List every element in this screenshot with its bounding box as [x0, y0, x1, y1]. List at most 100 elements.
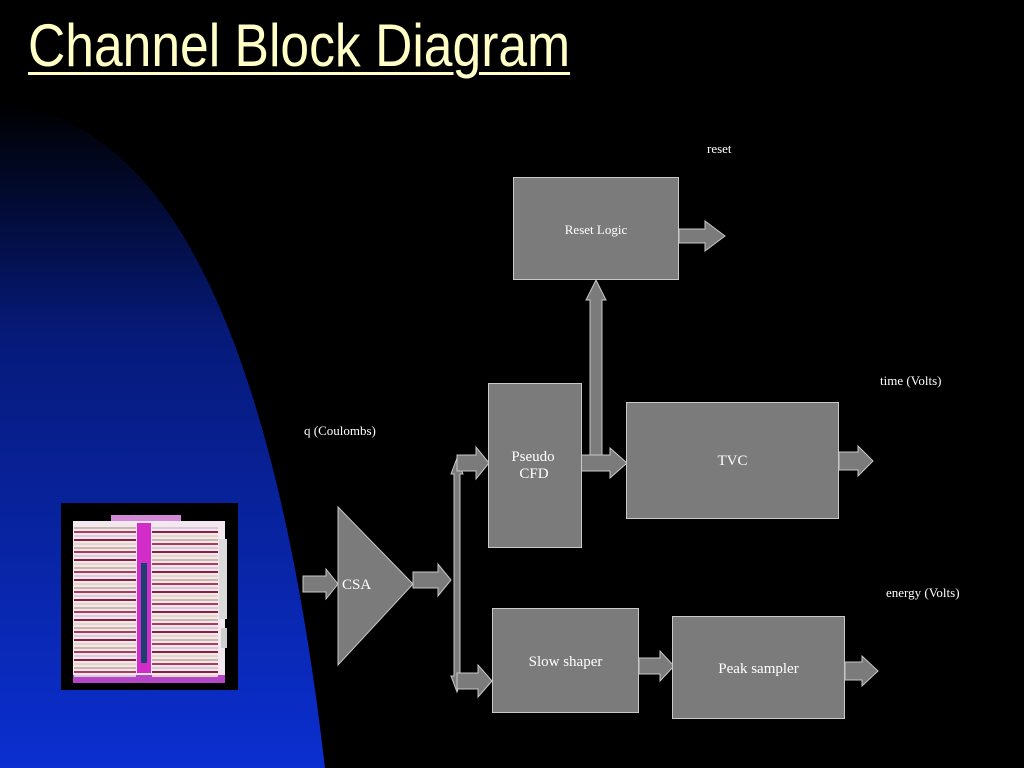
- shaper-to-sampler-arrow: [638, 649, 675, 683]
- pseudo-cfd-label-line1: Pseudo: [511, 449, 555, 465]
- chip-stripe: [152, 611, 218, 613]
- slow-shaper-block: Slow shaper: [492, 608, 639, 713]
- chip-stripe: [74, 539, 136, 541]
- chip-stripe: [152, 655, 218, 657]
- chip-stripe: [152, 599, 218, 601]
- chip-stripe: [74, 675, 136, 677]
- csa-label: CSA: [342, 577, 372, 593]
- chip-stripe: [74, 667, 136, 669]
- reset-output-arrow: [678, 220, 726, 252]
- pseudo-cfd-block: Pseudo CFD: [488, 383, 582, 548]
- chip-stripe: [152, 627, 218, 629]
- chip-stripe: [74, 627, 136, 629]
- chip-stripe: [74, 547, 136, 549]
- chip-stripe: [74, 579, 136, 581]
- chip-stripe: [74, 551, 136, 553]
- chip-stripe: [152, 595, 218, 597]
- chip-stripe: [152, 639, 218, 641]
- chip-stripe: [74, 631, 136, 633]
- chip-stripe: [74, 607, 136, 609]
- chip-stripe: [152, 551, 218, 553]
- peak-sampler-block: Peak sampler: [672, 616, 845, 719]
- chip-stripe: [152, 539, 218, 541]
- to-cfd-arrow: [456, 445, 490, 481]
- chip-stripe: [152, 635, 218, 637]
- chip-stripe: [74, 587, 136, 589]
- tvc-label: TVC: [717, 453, 748, 469]
- chip-stripe: [152, 543, 218, 545]
- chip-stripe: [74, 555, 136, 557]
- input-charge-label: q (Coulombs): [304, 423, 376, 438]
- chip-stripe: [152, 659, 218, 661]
- chip-stripe: [74, 563, 136, 565]
- chip-stripe: [152, 663, 218, 665]
- chip-stripe: [152, 583, 218, 585]
- chip-stripe: [74, 543, 136, 545]
- splitter-arrow: [450, 456, 464, 694]
- chip-stripe: [74, 619, 136, 621]
- sampler-output-arrow: [844, 654, 879, 688]
- csa-triangle: [337, 505, 414, 667]
- chip-stripe: [74, 583, 136, 585]
- peak-sampler-label: Peak sampler: [718, 661, 799, 677]
- chip-stripe: [74, 535, 136, 537]
- chip-stripe: [152, 647, 218, 649]
- chip-stripe: [152, 675, 218, 677]
- chip-stripe: [152, 591, 218, 593]
- chip-stripe: [74, 599, 136, 601]
- chip-stripe: [74, 603, 136, 605]
- cfd-to-tvc-arrow: [579, 446, 628, 480]
- chip-stripe: [74, 595, 136, 597]
- chip-stripe: [74, 663, 136, 665]
- chip-stripe: [74, 527, 136, 529]
- slow-shaper-label: Slow shaper: [528, 654, 603, 670]
- chip-stripe: [152, 527, 218, 529]
- chip-stripe: [74, 635, 136, 637]
- input-arrow: [302, 567, 339, 601]
- chip-stripe: [152, 571, 218, 573]
- chip-stripe: [74, 671, 136, 673]
- chip-stripe: [74, 575, 136, 577]
- chip-stripe: [152, 555, 218, 557]
- chip-stripe: [74, 567, 136, 569]
- chip-stripe: [74, 659, 136, 661]
- chip-stripe: [152, 575, 218, 577]
- chip-stripe: [152, 607, 218, 609]
- energy-output-label: energy (Volts): [886, 585, 960, 600]
- chip-stripe: [152, 671, 218, 673]
- to-shaper-arrow: [456, 663, 493, 699]
- reset-logic-label: Reset Logic: [564, 222, 628, 237]
- chip-stripe: [152, 559, 218, 561]
- chip-stripe: [74, 623, 136, 625]
- chip-stripe: [152, 531, 218, 533]
- chip-stripe: [74, 591, 136, 593]
- chip-stripe: [152, 651, 218, 653]
- chip-layout-drawing: [73, 515, 227, 683]
- chip-stripe: [74, 639, 136, 641]
- reset-logic-block: Reset Logic: [513, 177, 679, 280]
- chip-stripe: [74, 651, 136, 653]
- chip-stripe: [74, 559, 136, 561]
- to-reset-arrow: [585, 278, 607, 456]
- chip-stripe: [74, 655, 136, 657]
- chip-stripe: [152, 615, 218, 617]
- chip-stripe: [152, 631, 218, 633]
- pseudo-cfd-label-line2: CFD: [519, 466, 549, 482]
- chip-stripe: [152, 667, 218, 669]
- chip-stripe: [74, 647, 136, 649]
- chip-stripe: [152, 567, 218, 569]
- chip-stripe: [152, 547, 218, 549]
- chip-stripe: [152, 643, 218, 645]
- chip-layout-image: [61, 503, 238, 690]
- chip-stripe: [152, 579, 218, 581]
- tvc-output-arrow: [838, 444, 874, 478]
- chip-stripe: [152, 587, 218, 589]
- csa-output-arrow: [412, 562, 452, 598]
- reset-output-label: reset: [707, 141, 732, 156]
- chip-stripe: [74, 571, 136, 573]
- chip-stripe: [152, 535, 218, 537]
- chip-stripe: [152, 603, 218, 605]
- tvc-block: TVC: [626, 402, 839, 519]
- chip-stripe: [74, 531, 136, 533]
